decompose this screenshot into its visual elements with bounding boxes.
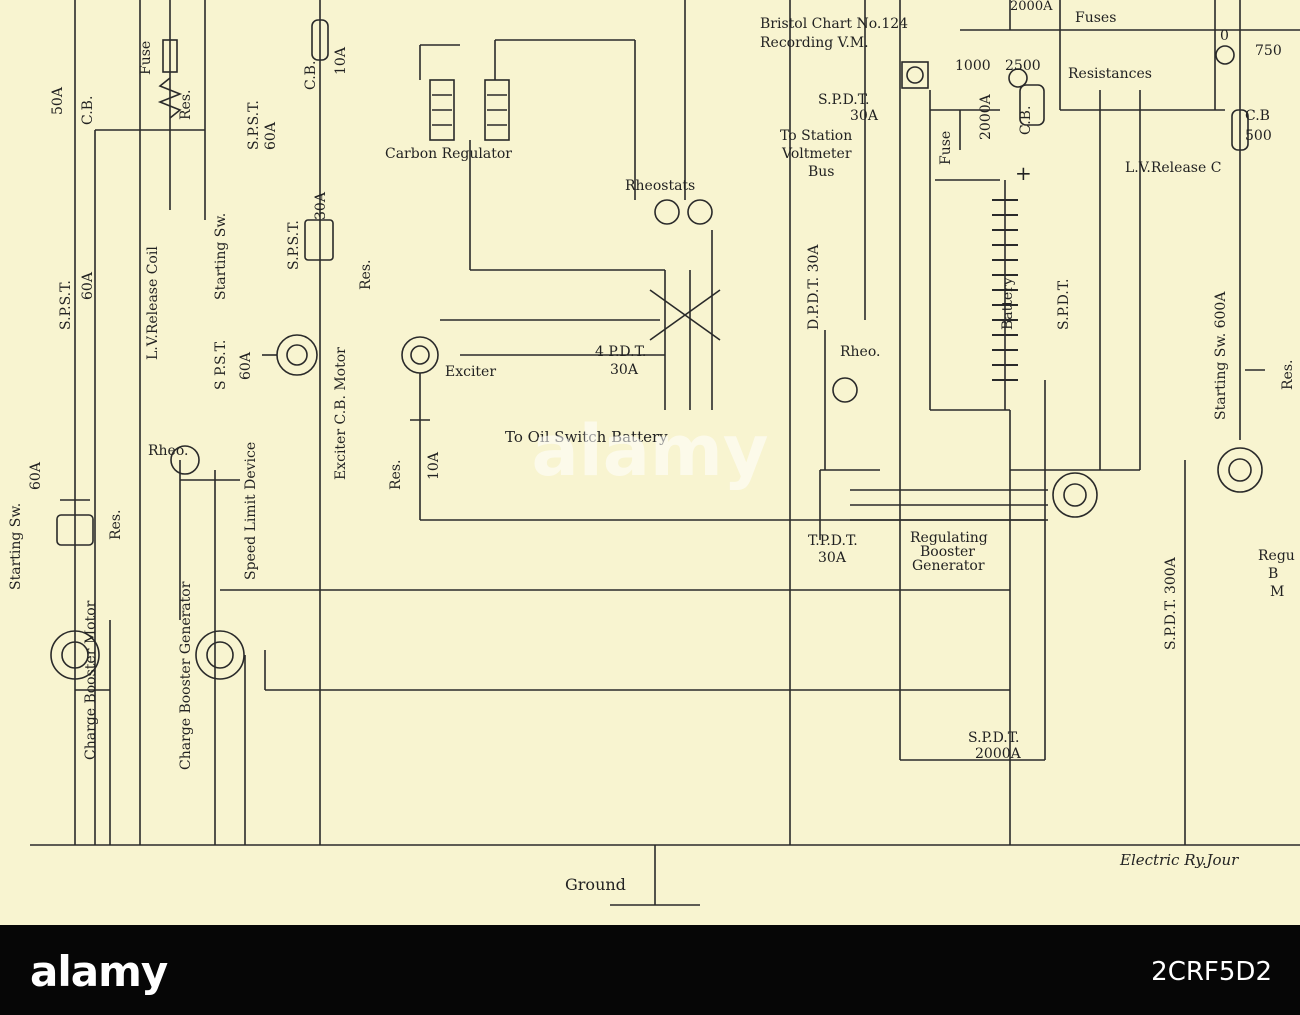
recording-vm-label: Recording V.M.	[760, 35, 869, 51]
labels: Bristol Chart No.124 Recording V.M. 2000…	[8, 0, 1296, 894]
to-station-label: To Station	[780, 128, 852, 144]
label-cb-2000a-cb: C.B.	[1018, 106, 1034, 135]
generator-label: Generator	[912, 558, 985, 574]
spdt-2000a-label: S.P.D.T.	[968, 730, 1019, 746]
label-res-2: Res.	[358, 260, 374, 290]
label-charge-booster-motor: Charge Booster Motor	[83, 600, 99, 760]
label-res-right: Res.	[1280, 360, 1296, 390]
stock-footer-bar	[0, 925, 1300, 1015]
bus-label: Bus	[808, 164, 835, 180]
label-cb-2: C.B.	[303, 61, 319, 90]
label-exciter-cb-motor: Exciter C.B. Motor	[333, 347, 349, 480]
regu-m-label: M	[1270, 584, 1284, 600]
voltmeter-label: Voltmeter	[781, 146, 852, 162]
label-fuse-left: Fuse	[138, 41, 154, 75]
value-0-label: 0	[1220, 28, 1229, 44]
pdt4-label: 4 P.D.T.	[595, 344, 646, 360]
plus-sign: +	[1015, 161, 1032, 185]
label-res-left: Res.	[388, 460, 404, 490]
label-speed-limit-device: Speed Limit Device	[243, 442, 259, 580]
label-50a: 50A	[50, 86, 66, 115]
ground-label: Ground	[565, 875, 626, 894]
wires	[30, 0, 1300, 906]
spdt-top-label: S.P.D.T.	[818, 92, 869, 108]
label-10a-res: 10A	[426, 451, 442, 480]
label-rheo-left: Rheo.	[148, 443, 188, 459]
label-battery: Battery	[1000, 277, 1016, 330]
label-spst-1: S.P.S.T.	[58, 280, 74, 330]
label-starting-sw-600a: Starting Sw. 600A	[1213, 291, 1229, 420]
bristol-chart-label: Bristol Chart No.124	[760, 16, 908, 32]
label-charge-booster-generator: Charge Booster Generator	[178, 581, 194, 770]
tpdt-label: T.P.D.T.	[808, 533, 858, 549]
pdt4-rating-label: 30A	[610, 362, 639, 378]
value-2500-label: 2500	[1005, 58, 1041, 74]
label-60a-1: 60A	[80, 271, 96, 300]
rheo-center-label: Rheo.	[840, 344, 880, 360]
label-cb-1: C.B.	[80, 96, 96, 125]
lv-release-right-label: L.V.Release C	[1125, 160, 1221, 176]
label-spdt-mid: S.P.D.T.	[1056, 279, 1072, 330]
exciter-label: Exciter	[445, 364, 496, 380]
label-lv-release-coil: L.V.Release Coil	[145, 246, 161, 360]
value-1000-label: 1000	[955, 58, 991, 74]
label-cb-2000a: 2000A	[978, 93, 994, 140]
regulating-label: Regulating	[910, 530, 988, 546]
label-60a-start-1: 60A	[28, 461, 44, 490]
booster-label: Booster	[920, 544, 975, 560]
label-starting-sw-2: Starting Sw.	[213, 213, 229, 300]
label-res-1: Res.	[108, 510, 124, 540]
to-oil-switch-label: To Oil Switch Battery	[505, 428, 668, 446]
value-750-label: 750	[1255, 43, 1282, 59]
image-id: 2CRF5D2	[1151, 957, 1272, 987]
label-spst-3: S.P.S.T.	[246, 100, 262, 150]
carbon-regulator-label: Carbon Regulator	[385, 146, 512, 162]
rheostats-label: Rheostats	[625, 178, 695, 194]
label-60a-3: 60A	[263, 121, 279, 150]
alamy-logo[interactable]: alamy	[30, 947, 168, 996]
label-spst-2: S P.S.T.	[213, 340, 229, 390]
label-starting-sw-1: Starting Sw.	[8, 503, 24, 590]
tpdt-rating-label: 30A	[818, 550, 847, 566]
resistances-label: Resistances	[1068, 66, 1152, 82]
spdt-top-rating-label: 30A	[850, 108, 879, 124]
cb-right-label: C.B	[1245, 108, 1270, 124]
label-60a-2: 60A	[238, 351, 254, 380]
cb-right-rating-label: 500	[1245, 128, 1272, 144]
label-spdt-300a: S.P.D.T. 300A	[1163, 556, 1179, 650]
label-spst-30a: S.P.S.T.	[286, 220, 302, 270]
label-dpdt: D.P.D.T. 30A	[806, 244, 822, 330]
top-2000a-label: 2000A	[1010, 0, 1053, 14]
regu-b-label: B	[1268, 566, 1278, 582]
spdt-2000a-rating-label: 2000A	[975, 746, 1022, 762]
label-10a-2: 10A	[333, 46, 349, 75]
journal-credit: Electric Ry.Jour	[1119, 851, 1239, 869]
label-res-fuse: Res.	[178, 90, 194, 120]
wiring-diagram: Bristol Chart No.124 Recording V.M. 2000…	[0, 0, 1300, 925]
regu-label: Regu	[1258, 548, 1295, 564]
fuses-label: Fuses	[1075, 10, 1116, 26]
label-30a: 30A	[313, 191, 329, 220]
label-fuse-mid: Fuse	[938, 131, 954, 165]
